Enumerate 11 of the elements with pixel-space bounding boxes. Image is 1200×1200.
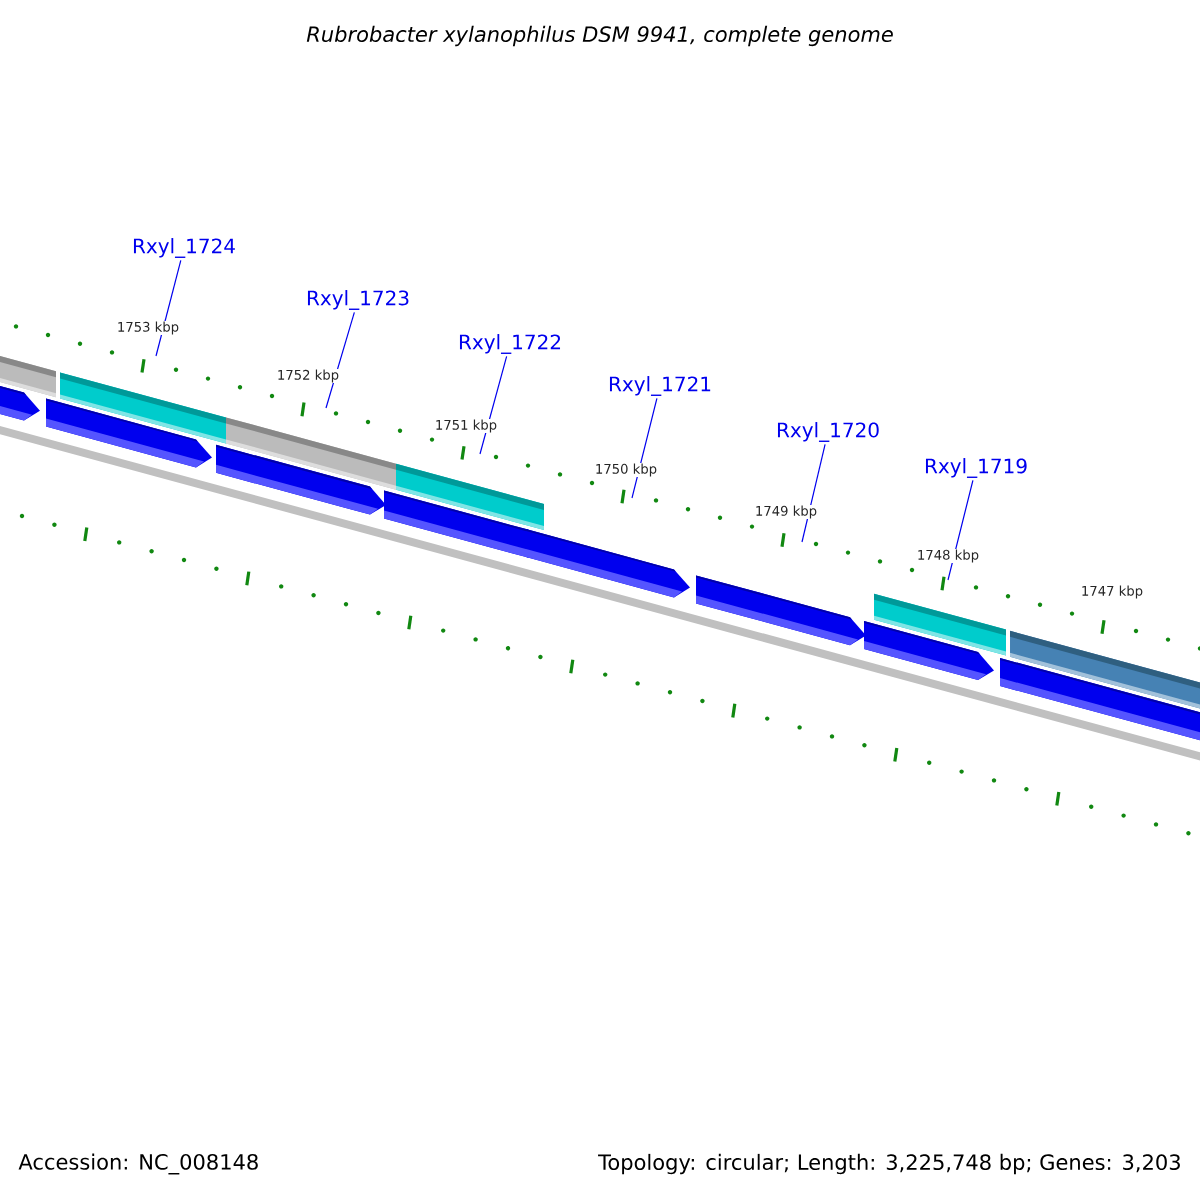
leader-line [631, 397, 658, 499]
accession-text: Accession: NC_008148 [18, 1153, 258, 1175]
gene-label: Rxyl_1724 [133, 238, 235, 258]
gene-label: Rxyl_1719 [925, 458, 1027, 478]
gene-label: Rxyl_1722 [459, 334, 560, 354]
title: Rubrobacter xylanophilus DSM 9941, complete genome [306, 25, 893, 47]
gene-label: Rxyl_1723 [307, 290, 409, 310]
genome-info-text: Topology: circular; Length: 3,225,748 bp; Genes: 3,203 [598, 1153, 1180, 1175]
gene-label: Rxyl_1720 [777, 422, 879, 442]
gene-label: Rxyl_1721 [609, 376, 711, 396]
leader-line [479, 355, 508, 455]
